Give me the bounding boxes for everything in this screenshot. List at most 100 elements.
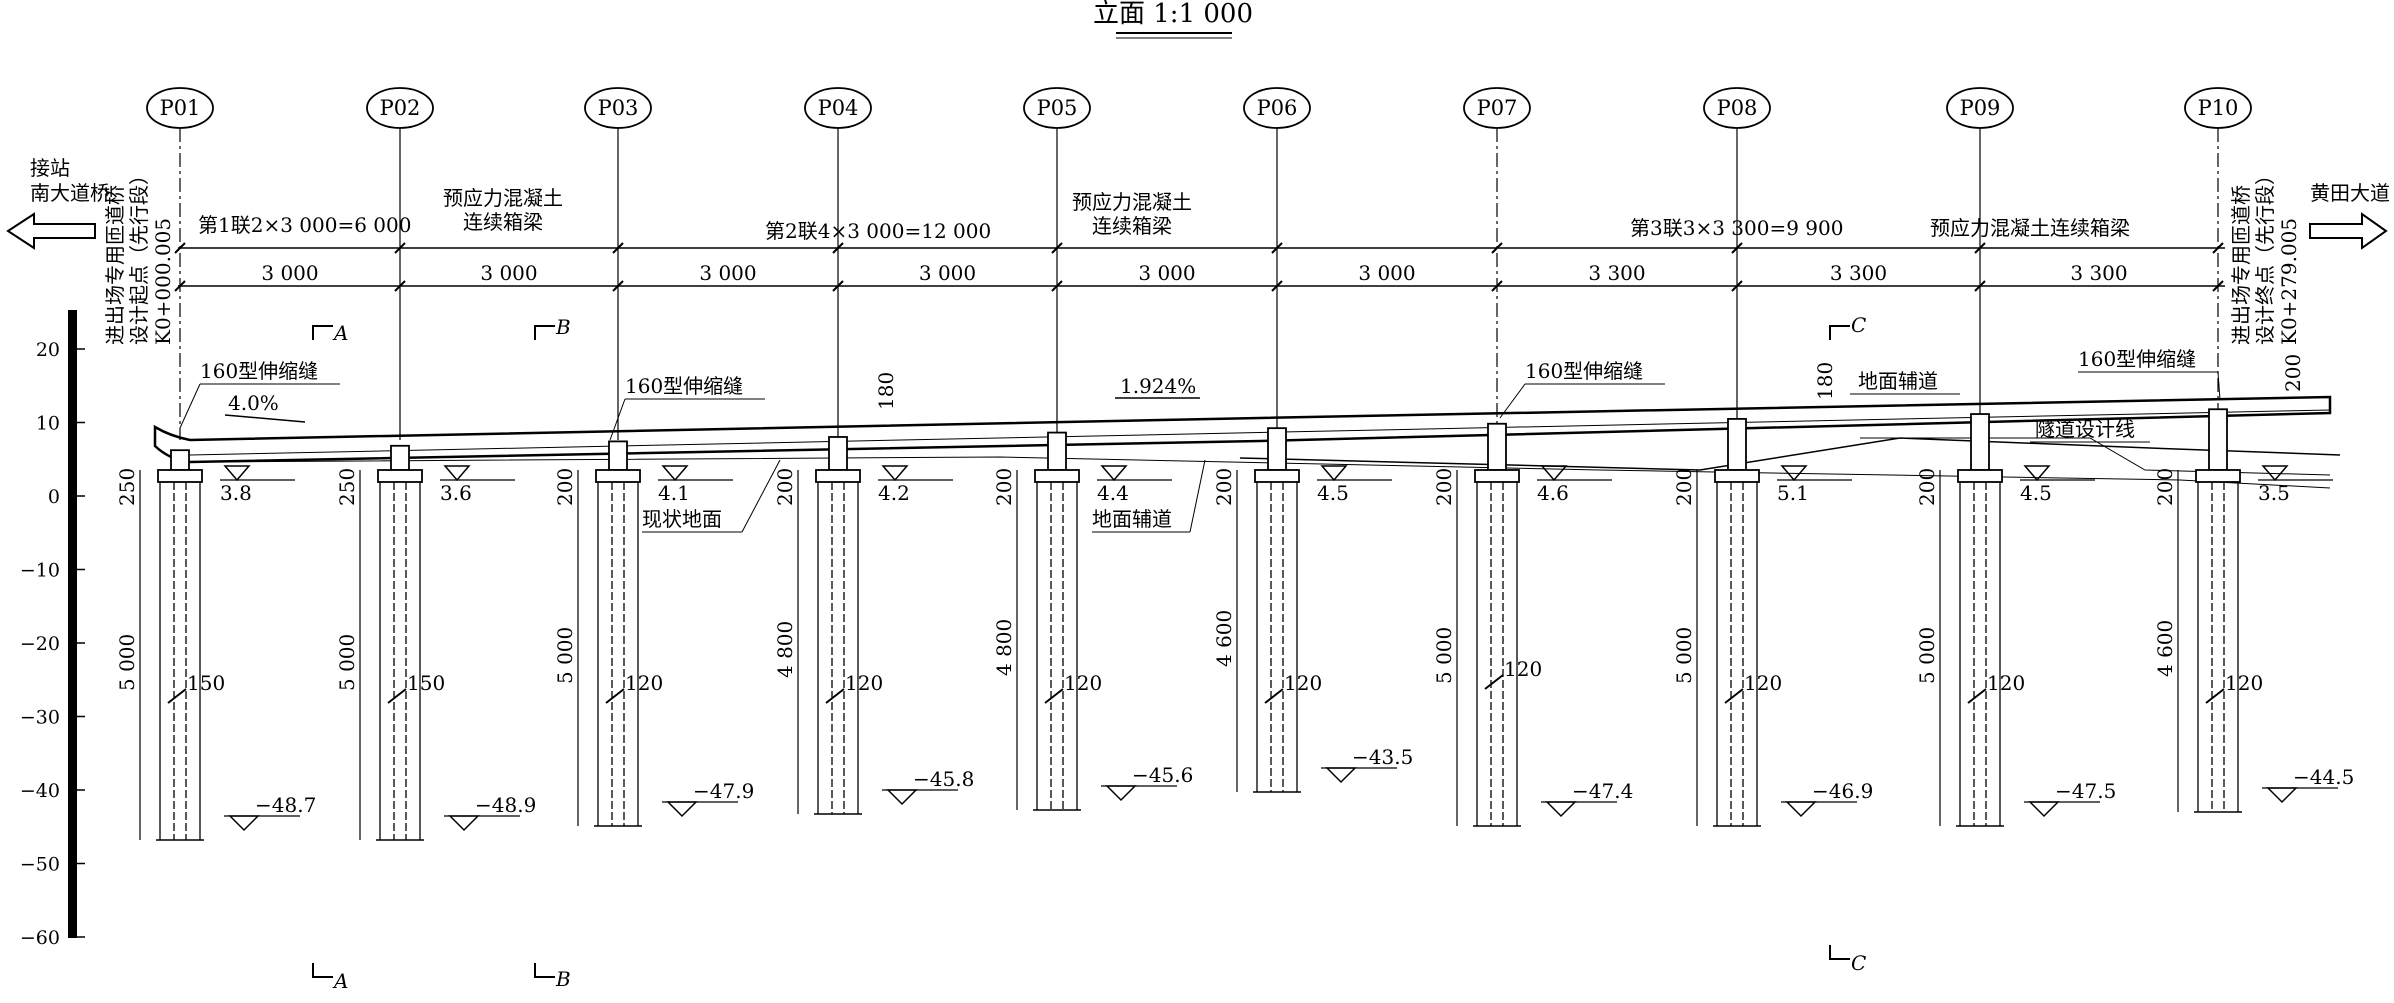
ground-elevation-label: 5.1 <box>1777 481 1809 505</box>
pile-diameter-label: 120 <box>1987 671 2025 695</box>
pile-diameter-mark <box>605 688 625 704</box>
section-mark-c-top-icon <box>1829 325 1850 340</box>
pier-id-label: P01 <box>160 96 201 120</box>
cap-height-label: 200 <box>2153 468 2177 506</box>
pile-tip-level-icon <box>666 801 698 818</box>
elevation-tick-label: 20 <box>36 339 60 361</box>
right-station-line-2: 设计终点（先行段） <box>2253 165 2277 345</box>
unit1-label: 第1联2×3 000=6 000 <box>198 213 411 237</box>
section-mark-b-bottom-icon <box>534 963 555 978</box>
right-direction-label: 黄田大道 <box>2310 181 2390 205</box>
pile-length-label: 5 000 <box>553 627 577 684</box>
pile-diameter-mark <box>1967 688 1987 704</box>
section-mark-b-top-icon <box>534 325 555 340</box>
span-length-label: 3 000 <box>699 261 756 285</box>
pile-tip-elevation-label: −43.5 <box>1352 745 1413 769</box>
ground-elevation-label: 3.6 <box>440 481 472 505</box>
pile-length-label: 5 000 <box>1672 627 1696 684</box>
pile-cap <box>157 469 203 483</box>
pile-length-label: 5 000 <box>1915 627 1939 684</box>
pier-p09: P09 <box>1946 87 2014 440</box>
left-station-line-2: 设计起点（先行段） <box>127 165 151 345</box>
pier-p01: P01 <box>146 87 214 440</box>
cap-height-label: 200 <box>1915 468 1939 506</box>
ground-elevation-label: 4.4 <box>1097 481 1129 505</box>
section-mark-a-top-icon <box>312 325 333 340</box>
pile-length-label: 5 000 <box>1432 627 1456 684</box>
left-direction-label-1: 接站 <box>30 156 70 180</box>
pile-tip-elevation-label: −44.5 <box>2293 765 2354 789</box>
slope-label-2: 1.924% <box>1120 374 1196 398</box>
pile-cap <box>2195 469 2241 483</box>
drawing-title: 立面 1:1 000 <box>1093 0 1253 29</box>
pile-diameter-mark <box>2205 688 2225 704</box>
pier-column <box>390 444 410 471</box>
pile-tip-elevation-label: −47.9 <box>693 779 754 803</box>
span-length-label: 3 300 <box>1830 261 1887 285</box>
pile-cap <box>595 469 641 483</box>
pile-length-label: 5 000 <box>115 634 139 691</box>
unit1-type-line2: 连续箱梁 <box>463 210 543 234</box>
pile-diameter-label: 120 <box>845 671 883 695</box>
pile-diameter-mark <box>1264 688 1284 704</box>
right-station-annotation: 进出场专用匝道桥 设计终点（先行段） K0+279.005 <box>2229 165 2301 345</box>
pier-id-label: P08 <box>1717 96 1758 120</box>
pile-cap <box>377 469 423 483</box>
span-chains: 第1联2×3 000=6 000 第2联4×3 000=12 000 第3联3×… <box>174 186 2225 292</box>
ground-level-icon <box>1780 465 1808 482</box>
section-mark-a-bottom-icon <box>312 963 333 978</box>
pier-p10: P10 <box>2184 87 2252 440</box>
left-direction-label-2: 南大道桥 <box>30 181 110 205</box>
elevation-tick-label: 10 <box>36 413 60 435</box>
unit2-type-line1: 预应力混凝土 <box>1072 190 1192 214</box>
pile-tip-elevation-label: −47.5 <box>2055 779 2116 803</box>
pier-column <box>828 436 848 471</box>
section-c-bottom-label: C <box>1851 951 1866 975</box>
pile-tip-level-icon <box>2266 787 2298 804</box>
pile-length-label: 4 600 <box>1212 610 1236 667</box>
pier-column <box>1047 431 1067 471</box>
pile-tip-elevation-label: −45.8 <box>913 767 974 791</box>
pile-length-label: 5 000 <box>335 634 359 691</box>
pile-cap <box>815 469 861 483</box>
pile-cap <box>1034 469 1080 483</box>
ground-elevation-label: 3.8 <box>220 481 252 505</box>
ground-level-icon <box>2023 465 2051 482</box>
elevation-tick-label: −30 <box>20 707 60 729</box>
pier-id-label: P09 <box>1960 96 2001 120</box>
right-station-line-3: K0+279.005 <box>2277 218 2301 345</box>
pier-column <box>1267 427 1287 471</box>
pile-cap <box>1474 469 1520 483</box>
pier-column <box>1487 422 1507 471</box>
ground-elevation-label: 3.5 <box>2258 481 2290 505</box>
pile-tip-level-icon <box>448 815 480 832</box>
pile-diameter-mark <box>1724 688 1744 704</box>
left-station-line-1: 进出场专用匝道桥 <box>103 185 127 345</box>
pile-diameter-mark <box>1484 674 1504 690</box>
pier-id-label: P05 <box>1037 96 1078 120</box>
span-length-label: 3 000 <box>1138 261 1195 285</box>
ground-road-label-2: 地面辅道 <box>1858 369 1938 393</box>
pile-diameter-label: 150 <box>407 671 445 695</box>
span-length-label: 3 000 <box>1358 261 1415 285</box>
pile-tip-elevation-label: −46.9 <box>1812 779 1873 803</box>
pier-column <box>1970 413 1990 471</box>
cap-height-label: 200 <box>1432 468 1456 506</box>
cap-height-label: 250 <box>335 468 359 506</box>
pier-id-label: P07 <box>1477 96 1518 120</box>
pier-id-label: P06 <box>1257 96 1298 120</box>
pile-diameter-mark <box>167 688 187 704</box>
pile-diameter-mark <box>1044 688 1064 704</box>
section-mark-c-bottom-icon <box>1829 945 1850 960</box>
pile-cap <box>1254 469 1300 483</box>
joint-label-p10: 160型伸缩缝 <box>2078 347 2196 371</box>
unit1-type-line1: 预应力混凝土 <box>443 186 563 210</box>
pier-p04: P04 <box>804 87 872 440</box>
unit2-label: 第2联4×3 000=12 000 <box>765 219 991 243</box>
